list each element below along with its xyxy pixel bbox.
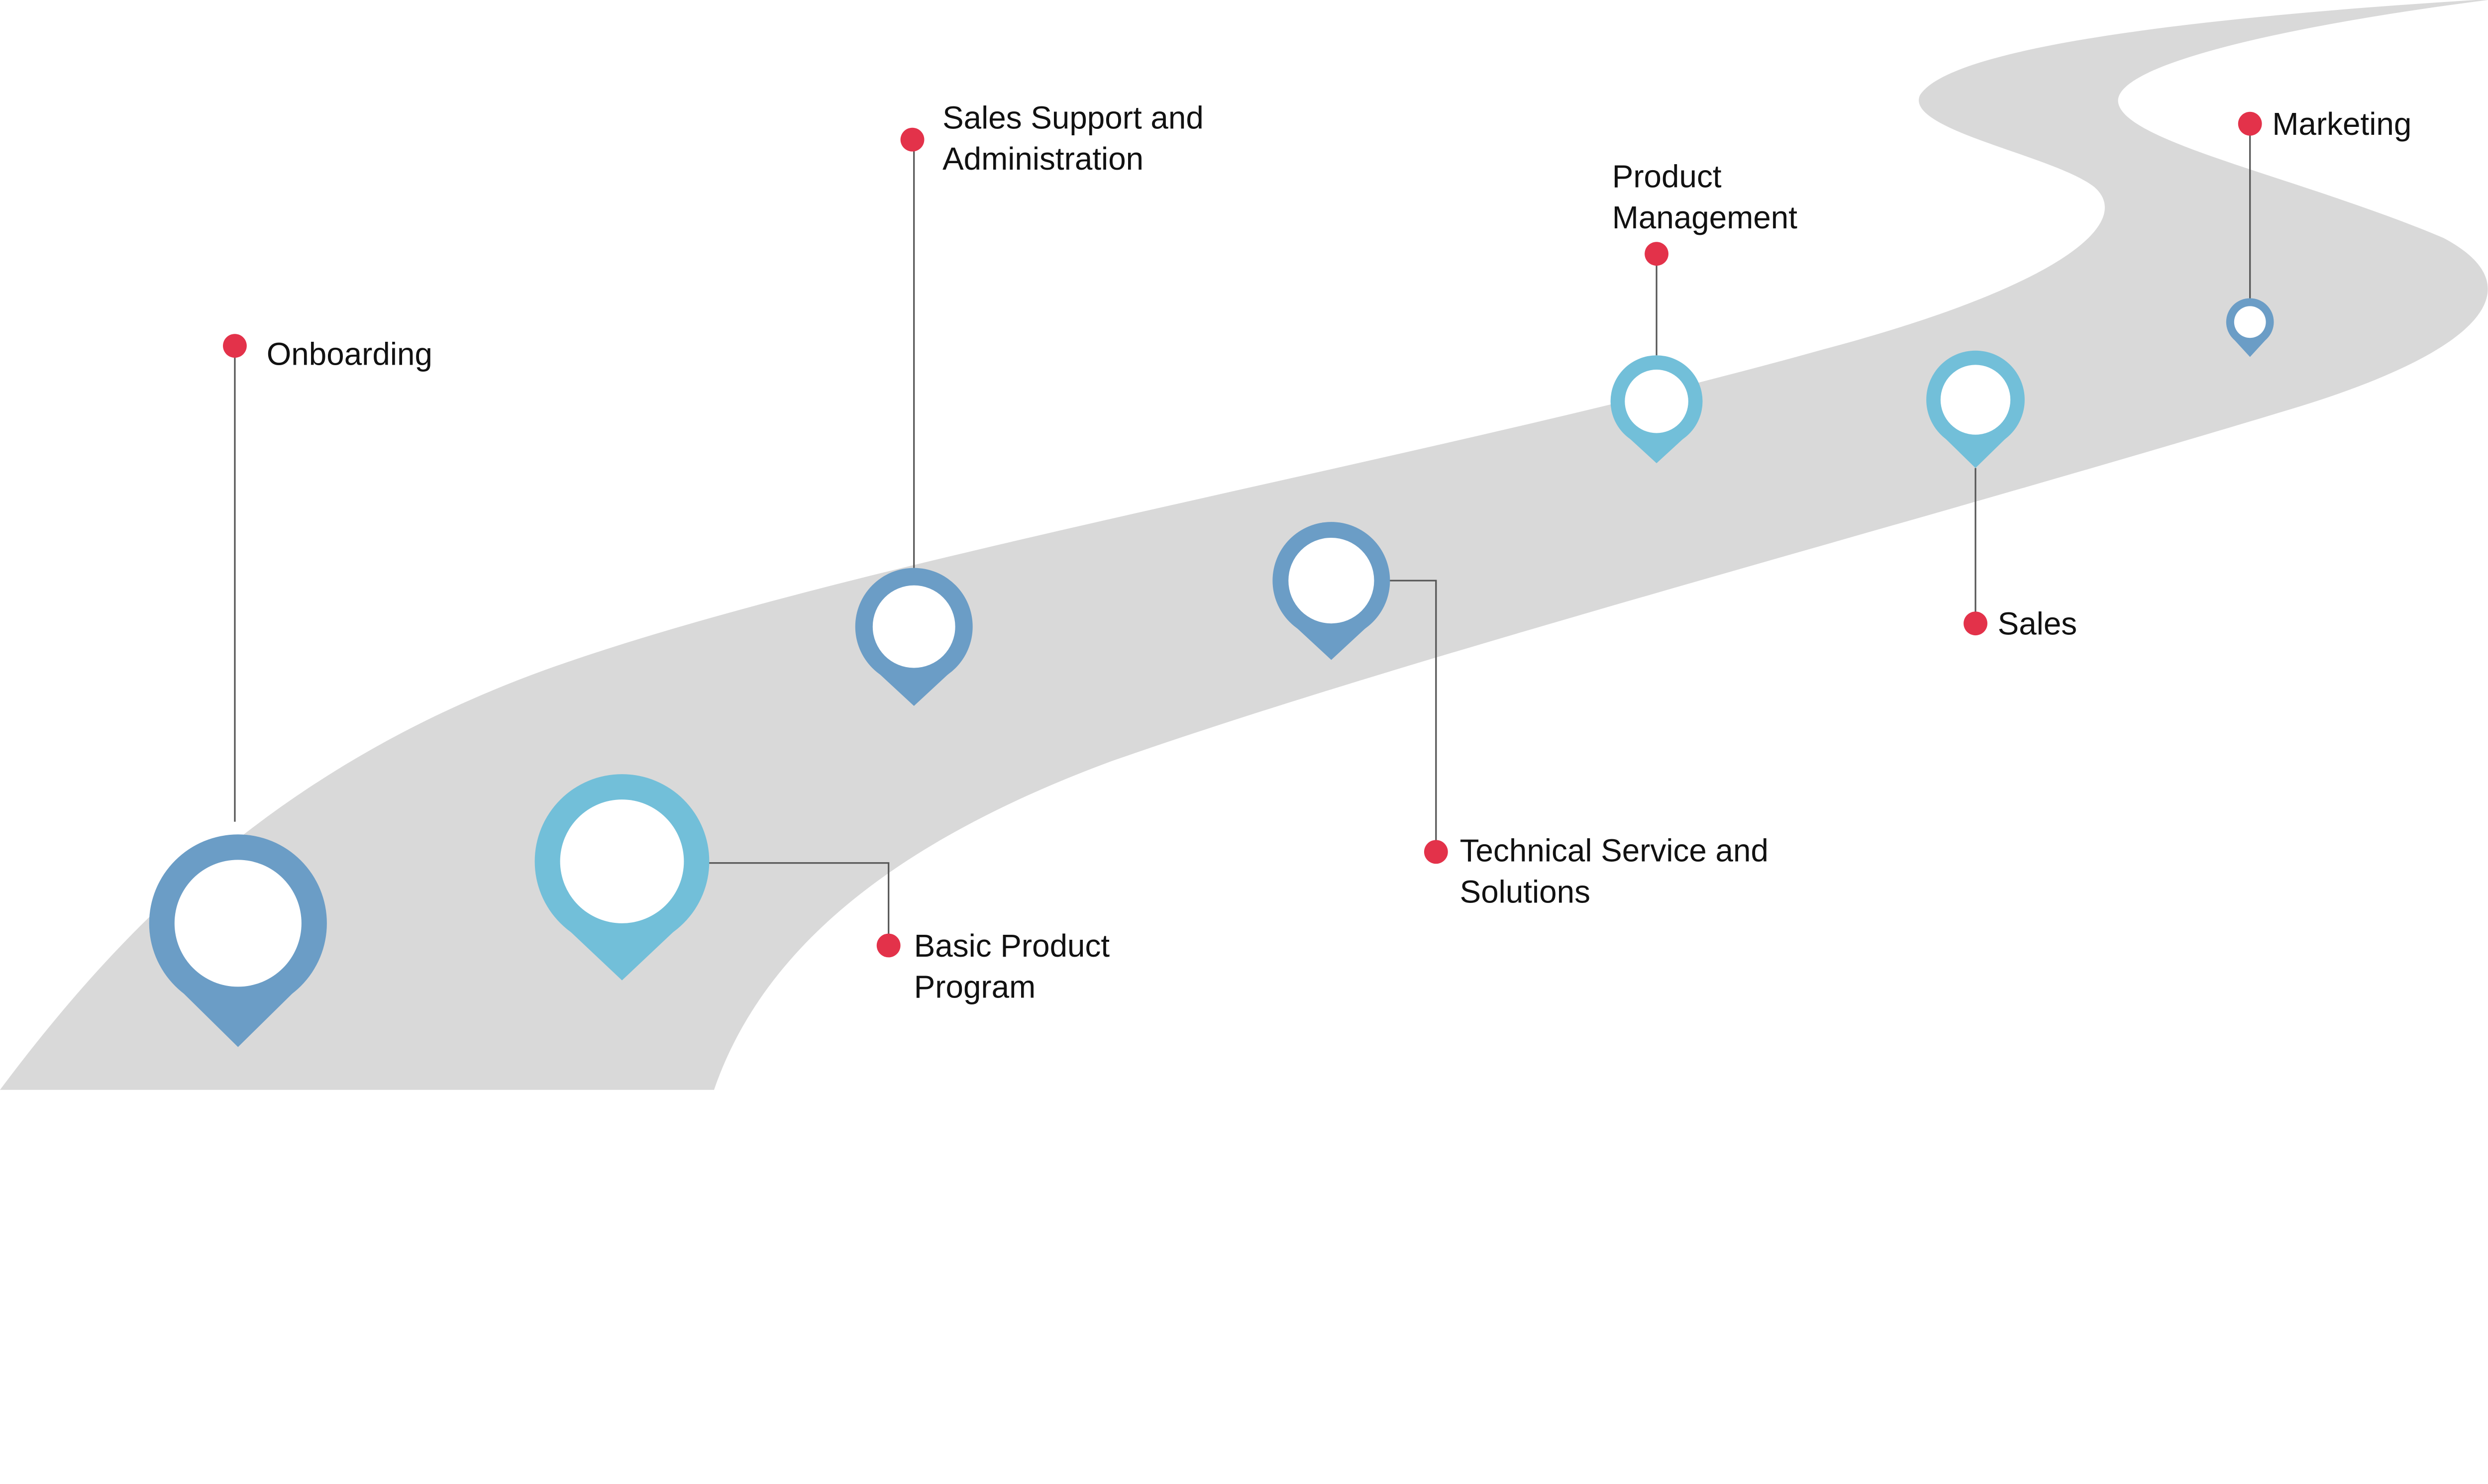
map-pin-icon (1926, 350, 2025, 468)
milestone-label-line: Management (1612, 199, 1797, 235)
map-pin-icon (149, 834, 327, 1047)
milestone: Marketing (2226, 106, 2411, 357)
marker-dot (1645, 242, 1668, 266)
milestone-label-line: Product (1612, 158, 1722, 194)
map-pin-icon (1610, 355, 1703, 464)
leader-line (1388, 580, 1437, 852)
marker-dot (1964, 611, 1987, 636)
milestone-label: Sales (1998, 606, 2077, 642)
map-pin-icon (534, 774, 710, 981)
marker-dot (1424, 840, 1448, 864)
milestone: Sales (1926, 350, 2077, 642)
milestone-label: Onboarding (267, 336, 432, 372)
map-pin-icon (1272, 522, 1390, 660)
milestone-label-line: Basic Product (914, 928, 1110, 964)
milestone-label: Marketing (2272, 106, 2411, 142)
milestone-label-line: Onboarding (267, 336, 432, 372)
map-pin-icon (855, 568, 973, 706)
marker-dot (876, 933, 901, 958)
map-pin-icon (2226, 298, 2274, 357)
leader-line (706, 862, 890, 946)
marker-dot (223, 334, 247, 358)
milestone-label-line: Solutions (1460, 874, 1590, 909)
marker-dot (900, 127, 925, 152)
milestone-label-line: Marketing (2272, 106, 2411, 142)
milestone-label-line: Sales Support and (942, 99, 1204, 135)
winding-road (0, 0, 2488, 1090)
milestone-label-line: Technical Service and (1460, 833, 1768, 869)
milestone-label-line: Program (914, 969, 1036, 1005)
milestone: Onboarding (149, 334, 432, 1047)
marker-dot (2238, 111, 2262, 136)
milestone-label-line: Administration (942, 141, 1143, 177)
milestone-label-line: Sales (1998, 606, 2077, 642)
